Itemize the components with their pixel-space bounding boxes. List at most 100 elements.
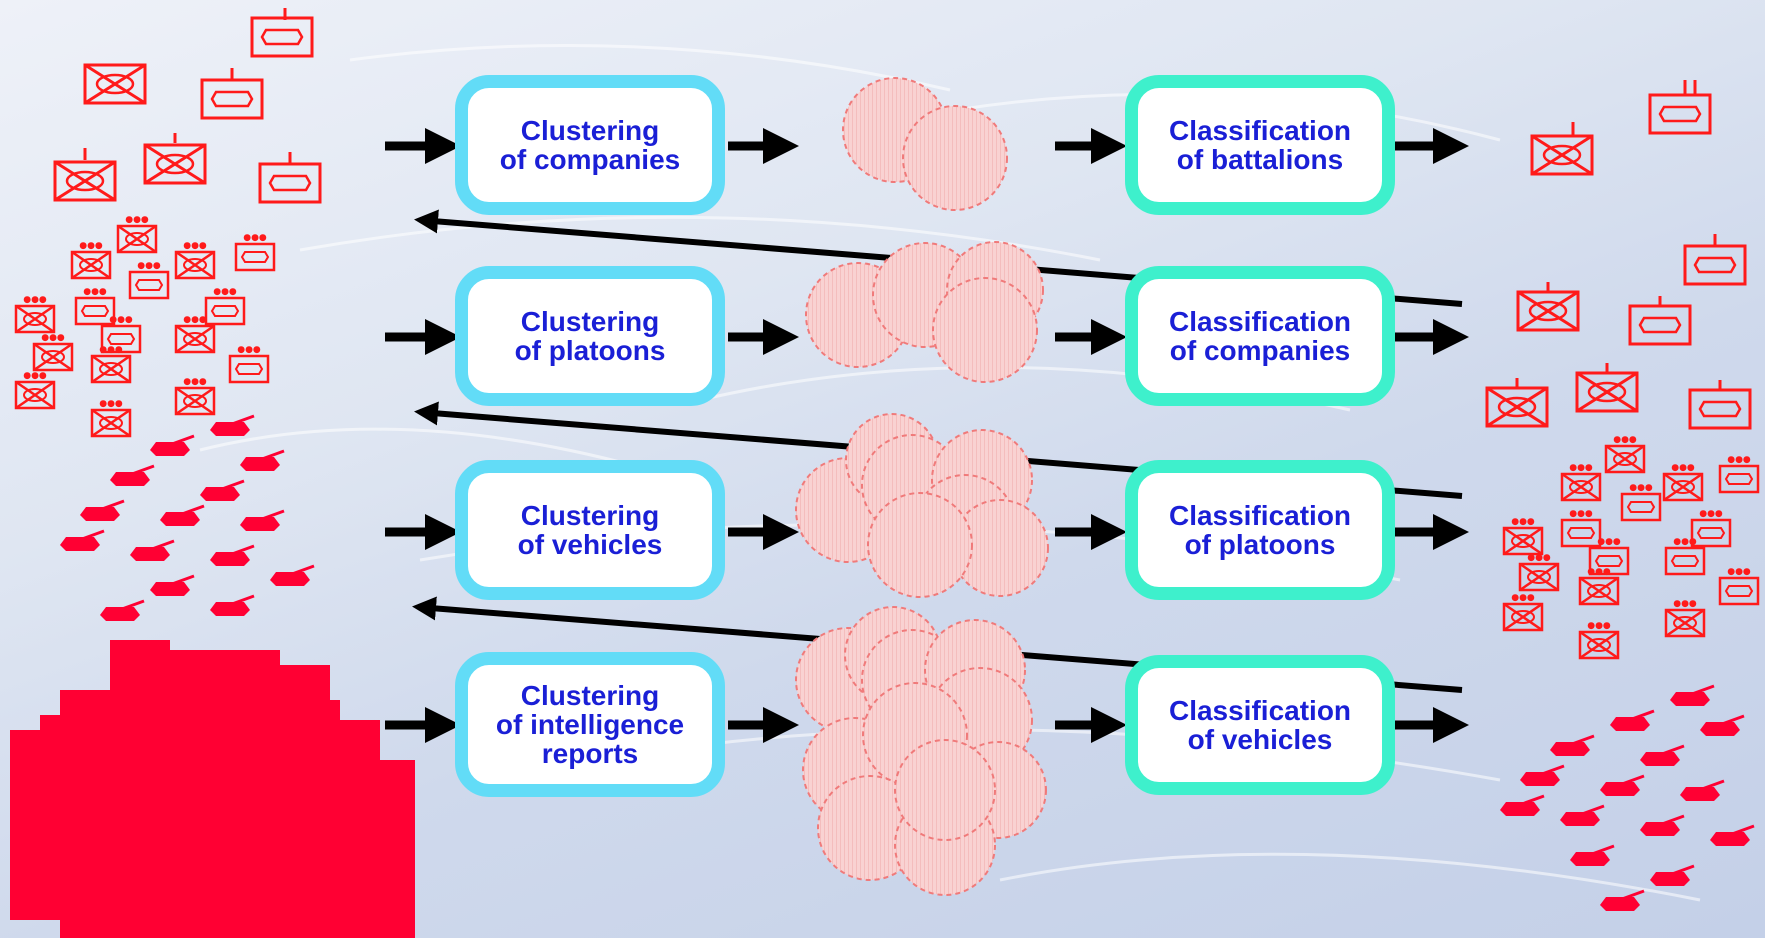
tank-icon — [268, 564, 316, 588]
cluster-blob-icon — [894, 739, 996, 841]
tank-icon — [1598, 889, 1646, 913]
tank-icon — [1608, 709, 1656, 733]
unit-symbol-icon — [234, 231, 276, 272]
cluster-blob-icon — [902, 105, 1008, 211]
box-line: Clustering — [520, 115, 660, 146]
tank-icon — [128, 539, 176, 563]
tank-icon — [148, 434, 196, 458]
tank-icon — [1498, 794, 1546, 818]
tank-icon — [208, 414, 256, 438]
tank-icon — [1568, 844, 1616, 868]
unit-symbol-icon — [1530, 134, 1594, 176]
unit-symbol-icon — [32, 331, 74, 372]
box-line: Classification — [1168, 695, 1352, 726]
unit-symbol-icon — [1560, 461, 1602, 502]
unit-symbol-icon — [174, 239, 216, 280]
cluster-blob-icon — [932, 277, 1038, 383]
right-vehicle-units — [1498, 684, 1756, 913]
unit-symbol-icon — [200, 78, 264, 120]
classification-box-companies: Classification of companies — [1125, 266, 1395, 406]
cluster-blob-icon — [867, 492, 973, 598]
unit-symbol-icon — [250, 16, 314, 58]
tank-icon — [98, 599, 146, 623]
tank-icon — [238, 509, 286, 533]
tank-icon — [108, 464, 156, 488]
box-line: reports — [541, 738, 639, 769]
unit-symbol-icon — [53, 160, 117, 202]
box-line: Clustering — [520, 680, 660, 711]
classification-box-battalions: Classification of battalions — [1125, 75, 1395, 215]
box-line: of intelligence — [495, 709, 685, 740]
unit-symbol-icon — [1662, 461, 1704, 502]
tank-icon — [1668, 684, 1716, 708]
tank-icon — [148, 574, 196, 598]
unit-symbol-icon — [14, 369, 56, 410]
clustering-box-vehicles: Clustering of vehicles — [455, 460, 725, 600]
unit-symbol-icon — [1502, 515, 1544, 556]
tank-icon — [1598, 774, 1646, 798]
unit-symbol-icon — [1718, 453, 1760, 494]
right-battalion-units — [1530, 80, 1712, 176]
unit-symbol-icon — [1690, 507, 1732, 548]
left-vehicle-units — [58, 414, 316, 623]
unit-symbol-icon — [1516, 290, 1580, 332]
tank-icon — [238, 449, 286, 473]
tank-icon — [208, 594, 256, 618]
box-line: of battalions — [1176, 144, 1344, 175]
tank-icon — [1708, 824, 1756, 848]
unit-symbol-icon — [116, 213, 158, 254]
tank-icon — [1678, 779, 1726, 803]
clustering-box-companies: Clustering of companies — [455, 75, 725, 215]
box-line: Classification — [1168, 500, 1352, 531]
right-platoon-units — [1502, 433, 1760, 660]
box-line: of vehicles — [1187, 724, 1333, 755]
tank-icon — [1638, 744, 1686, 768]
unit-symbol-icon — [1620, 481, 1662, 522]
tank-icon — [1558, 804, 1606, 828]
unit-symbol-icon — [128, 259, 170, 300]
left-platoon-units — [14, 213, 276, 438]
box-line: Classification — [1168, 306, 1352, 337]
box-line: of platoons — [514, 335, 666, 366]
cluster-blob-icon — [951, 499, 1049, 597]
classification-box-platoons: Classification of platoons — [1125, 460, 1395, 600]
unit-symbol-icon — [1485, 386, 1549, 428]
unit-symbol-icon — [174, 375, 216, 416]
box-line: of companies — [1169, 335, 1351, 366]
box-line: Clustering — [520, 306, 660, 337]
unit-symbol-icon — [14, 293, 56, 334]
left-intelligence-reports — [10, 640, 415, 938]
unit-symbol-icon — [90, 397, 132, 438]
box-line: of platoons — [1184, 529, 1336, 560]
unit-symbol-icon — [258, 162, 322, 204]
left-battalion-units — [53, 8, 322, 204]
tank-icon — [58, 529, 106, 553]
unit-symbol-icon — [1518, 551, 1560, 592]
unit-symbol-icon — [174, 313, 216, 354]
box-line: Clustering — [520, 500, 660, 531]
unit-symbol-icon — [1688, 388, 1752, 430]
unit-symbol-icon — [90, 343, 132, 384]
box-line: of companies — [499, 144, 681, 175]
tank-icon — [208, 544, 256, 568]
clustering-box-intelligence-reports: Clustering of intelligence reports — [455, 652, 725, 797]
unit-symbol-icon — [1575, 371, 1639, 413]
unit-symbol-icon — [204, 285, 246, 326]
tank-icon — [1638, 814, 1686, 838]
unit-symbol-icon — [228, 343, 270, 384]
unit-symbol-icon — [83, 63, 147, 105]
tank-icon — [158, 504, 206, 528]
unit-symbol-icon — [1718, 565, 1760, 606]
box-line: of vehicles — [517, 529, 663, 560]
tank-icon — [78, 499, 126, 523]
right-company-units — [1485, 234, 1752, 430]
tank-icon — [198, 479, 246, 503]
tank-icon — [1698, 714, 1746, 738]
unit-symbol-icon — [1683, 244, 1747, 286]
clustering-box-platoons: Clustering of platoons — [455, 266, 725, 406]
tank-icon — [1548, 734, 1596, 758]
classification-box-vehicles: Classification of vehicles — [1125, 655, 1395, 795]
unit-symbol-icon — [1560, 507, 1602, 548]
